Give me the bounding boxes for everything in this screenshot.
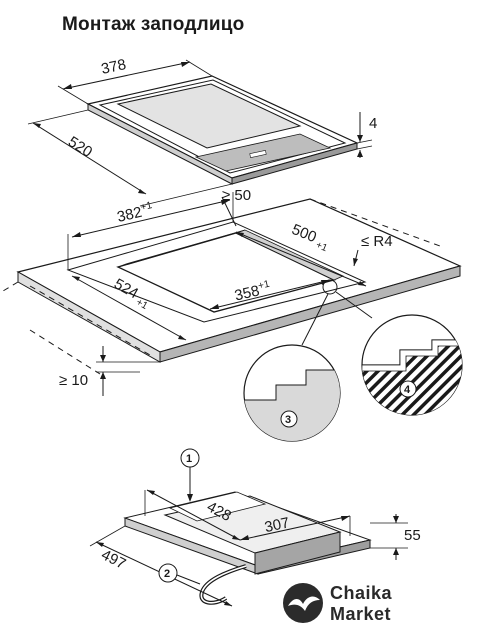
dashed-extension-4 [29, 329, 101, 375]
dim-min-50: ≥ 50 [221, 187, 251, 227]
callout-1: 1 [186, 453, 192, 465]
dim-55: 55 [370, 514, 421, 560]
dim-label-r4: ≤ R4 [361, 233, 393, 250]
dim-4: 4 [356, 112, 377, 158]
dim-382: 382+1 [67, 192, 234, 270]
detail-marker-circle [322, 279, 338, 295]
callout-3-circle [280, 410, 298, 428]
dim-r4: ≤ R4 [353, 233, 393, 267]
watermark-logo: Chaika Market [266, 574, 416, 632]
dim-tol-358: +1 [257, 279, 271, 292]
detail-leader-4 [335, 291, 373, 319]
callout-3: 3 [285, 414, 291, 426]
worktop [16, 198, 462, 363]
callout-4-circle [399, 380, 417, 398]
seagull-icon [283, 583, 323, 623]
svg-text:382+1: 382+1 [115, 200, 155, 226]
dim-label-55: 55 [404, 527, 421, 544]
dim-358: 358+1 [209, 279, 331, 310]
callout-2: 2 [164, 568, 170, 580]
hob-appliance [86, 75, 359, 185]
dim-tol-524: +1 [134, 297, 150, 312]
dashed-extension-3 [309, 198, 441, 247]
dim-label-382: 382 [115, 204, 143, 226]
dim-524: 524+1 [71, 275, 187, 341]
dim-label-378: 378 [100, 56, 128, 78]
dashed-extension-2 [29, 285, 151, 356]
dim-378: 378 [57, 56, 213, 105]
callout-2-group: 2 [158, 563, 201, 585]
dim-label-4: 4 [369, 115, 377, 132]
dim-tol-382: +1 [140, 200, 154, 213]
dim-label-358: 358 [233, 282, 261, 304]
dim-label-307: 307 [263, 514, 291, 536]
svg-text:358+1: 358+1 [233, 279, 273, 305]
detail-circle-4: 4 [361, 314, 463, 416]
page-title: Монтаж заподлицо [62, 14, 245, 35]
detail-leader-3 [301, 293, 329, 346]
dim-label-497: 497 [98, 546, 128, 573]
watermark-line1: Chaika [330, 583, 393, 603]
dim-min-10: ≥ 10 [59, 346, 160, 396]
watermark-line2: Market [330, 604, 391, 624]
dim-label-520: 520 [65, 133, 95, 161]
callout-1-group: 1 [180, 448, 200, 502]
dashed-extension-1 [0, 281, 19, 294]
dim-307: 307 [239, 514, 351, 541]
hob-body [123, 491, 372, 575]
dim-label-min-10: ≥ 10 [59, 372, 88, 389]
callout-4: 4 [404, 384, 411, 396]
dim-tol-500: +1 [314, 240, 329, 255]
detail-circle-3: 3 [243, 344, 341, 442]
dim-label-min-50: ≥ 50 [222, 187, 251, 204]
